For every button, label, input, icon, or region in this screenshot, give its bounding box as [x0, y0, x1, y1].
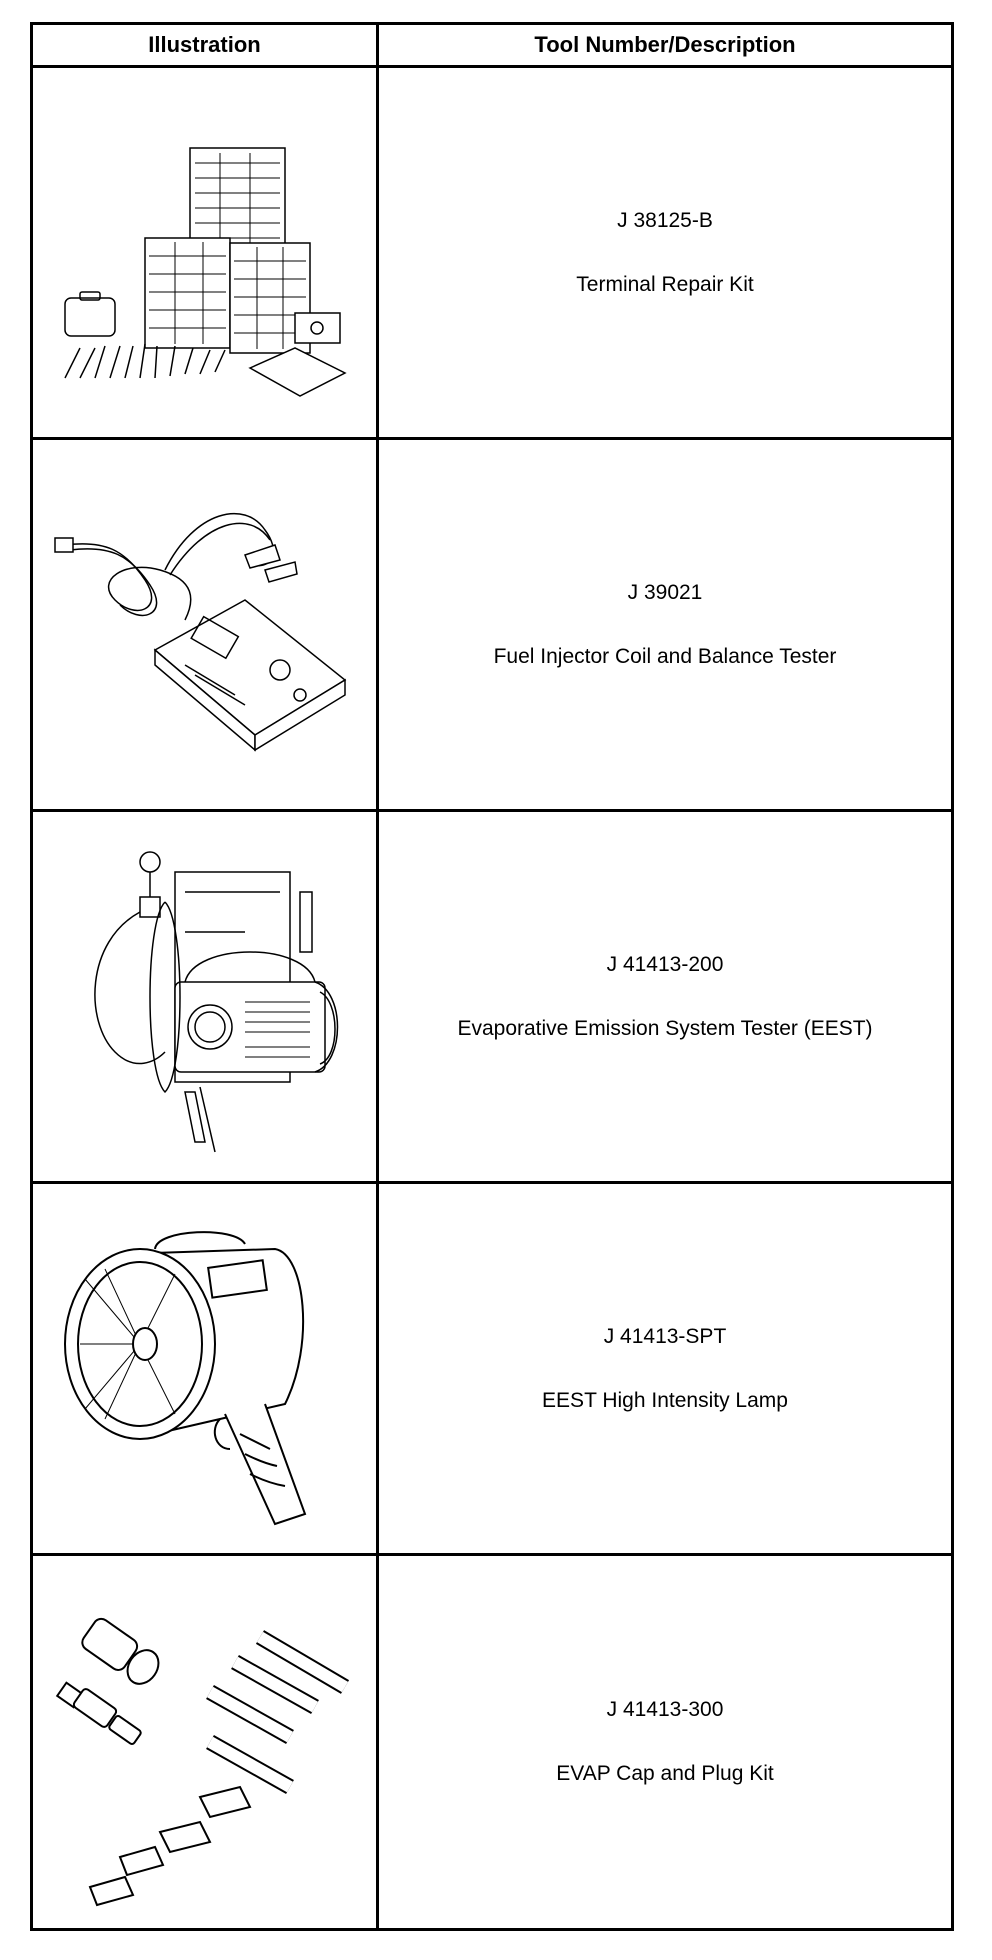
illustration-cell — [33, 1184, 379, 1553]
illustration-cell — [33, 1556, 379, 1928]
description-cell: J 38125-B Terminal Repair Kit — [379, 68, 951, 437]
tool-description: Fuel Injector Coil and Balance Tester — [493, 644, 837, 668]
header-illustration: Illustration — [33, 25, 379, 65]
fuel-injector-tester-icon — [45, 450, 365, 800]
description-cell: J 39021 Fuel Injector Coil and Balance T… — [379, 440, 951, 809]
illustration-cell — [33, 68, 379, 437]
terminal-repair-kit-icon — [45, 78, 365, 428]
tool-table: Illustration Tool Number/Description — [30, 22, 954, 1931]
description-cell: J 41413-200 Evaporative Emission System … — [379, 812, 951, 1181]
tool-number: J 39021 — [627, 580, 703, 604]
tool-number: J 41413-SPT — [603, 1324, 727, 1348]
header-tool-number: Tool Number/Description — [534, 32, 796, 57]
high-intensity-lamp-icon — [45, 1194, 365, 1544]
tool-description: Evaporative Emission System Tester (EEST… — [457, 1016, 873, 1040]
table-row: J 38125-B Terminal Repair Kit — [33, 68, 951, 440]
description-cell: J 41413-300 EVAP Cap and Plug Kit — [379, 1556, 951, 1928]
table-row: J 41413-300 EVAP Cap and Plug Kit — [33, 1556, 951, 1928]
table-header: Illustration Tool Number/Description — [33, 25, 951, 68]
illustration-cell — [33, 812, 379, 1181]
table-row: J 41413-SPT EEST High Intensity Lamp — [33, 1184, 951, 1556]
tool-number: J 41413-200 — [606, 952, 724, 976]
tool-number: J 38125-B — [617, 208, 713, 232]
tool-description: Terminal Repair Kit — [576, 272, 754, 296]
tool-number: J 41413-300 — [606, 1698, 724, 1721]
table-row: J 39021 Fuel Injector Coil and Balance T… — [33, 440, 951, 812]
illustration-cell — [33, 440, 379, 809]
tool-description: EEST High Intensity Lamp — [542, 1388, 788, 1412]
cap-and-plug-kit-icon — [45, 1567, 365, 1917]
table-row: J 41413-200 Evaporative Emission System … — [33, 812, 951, 1184]
eest-tester-icon — [45, 822, 365, 1172]
description-cell: J 41413-SPT EEST High Intensity Lamp — [379, 1184, 951, 1553]
tool-description: EVAP Cap and Plug Kit — [556, 1762, 774, 1785]
